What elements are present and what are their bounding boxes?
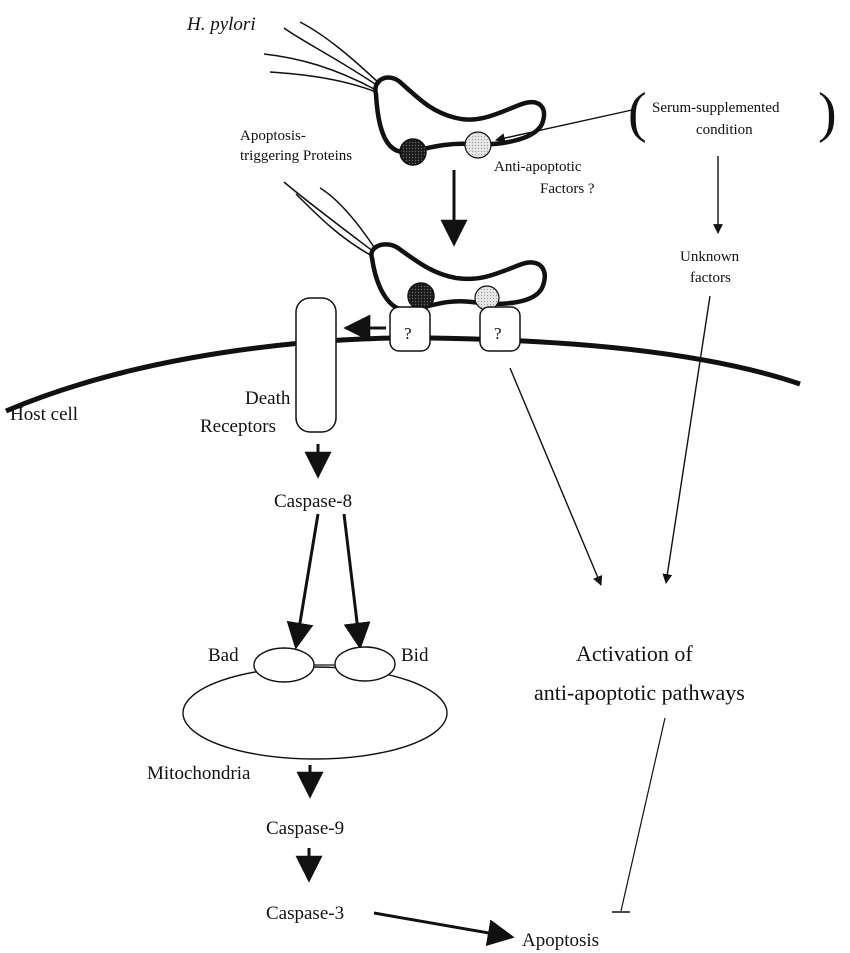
anti-apoptotic-label-1: Anti-apoptotic — [494, 159, 582, 175]
serum-condition-label-1: Serum-supplemented — [652, 100, 780, 116]
mitochondria — [183, 667, 447, 759]
serum-to-factor-arrow — [496, 110, 632, 140]
h-pylori-label: H. pylori — [186, 14, 256, 35]
death-receptors-label-2: Receptors — [200, 416, 276, 437]
apoptosis-triggering-protein-top — [400, 139, 426, 165]
host-receptor-1-question: ? — [404, 324, 412, 343]
unknown-factors-label-2: factors — [690, 270, 731, 286]
activation-label-1: Activation of — [576, 641, 693, 666]
bacterium-top — [264, 22, 544, 165]
apoptosis-triggering-protein-bottom — [408, 283, 434, 309]
inhibition-line — [621, 718, 665, 911]
caspase8-label: Caspase-8 — [274, 491, 352, 512]
unknown-factors-label-1: Unknown — [680, 249, 740, 265]
bad-protein — [254, 648, 314, 682]
host-receptor-2-question: ? — [494, 324, 502, 343]
apoptosis-label: Apoptosis — [522, 930, 599, 951]
serum-paren-open: ( — [628, 82, 647, 144]
receptor-to-activation-arrow — [510, 368, 601, 585]
mitochondria-label: Mitochondria — [147, 763, 251, 784]
death-receptor — [296, 298, 336, 432]
host-cell-label: Host cell — [10, 404, 78, 425]
bacterium-top-flagella — [264, 22, 380, 92]
apoptosis-triggering-label-1: Apoptosis- — [240, 128, 306, 144]
caspase8-to-bad-arrow — [296, 514, 318, 647]
apoptosis-triggering-label-2: triggering Proteins — [240, 148, 352, 164]
serum-paren-close: ) — [818, 82, 837, 144]
unknown-to-activation-arrow — [666, 296, 710, 583]
bacterium-bottom-body — [371, 244, 544, 310]
caspase3-to-apoptosis-arrow — [374, 913, 512, 937]
serum-condition-label-2: condition — [696, 122, 753, 138]
anti-apoptotic-factor-top — [465, 132, 491, 158]
caspase9-label: Caspase-9 — [266, 818, 344, 839]
activation-label-2: anti-apoptotic pathways — [534, 680, 745, 705]
bad-label: Bad — [208, 645, 239, 666]
anti-apoptotic-label-2: Factors ? — [540, 181, 595, 197]
bacterium-bottom-flagella — [284, 182, 376, 256]
bacterium-top-body — [375, 78, 544, 152]
caspase8-to-bid-arrow — [344, 514, 360, 647]
bacterium-bottom — [284, 182, 545, 310]
death-receptors-label-1: Death — [245, 388, 291, 409]
bid-protein — [335, 647, 395, 681]
caspase3-label: Caspase-3 — [266, 903, 344, 924]
bid-label: Bid — [401, 645, 429, 666]
